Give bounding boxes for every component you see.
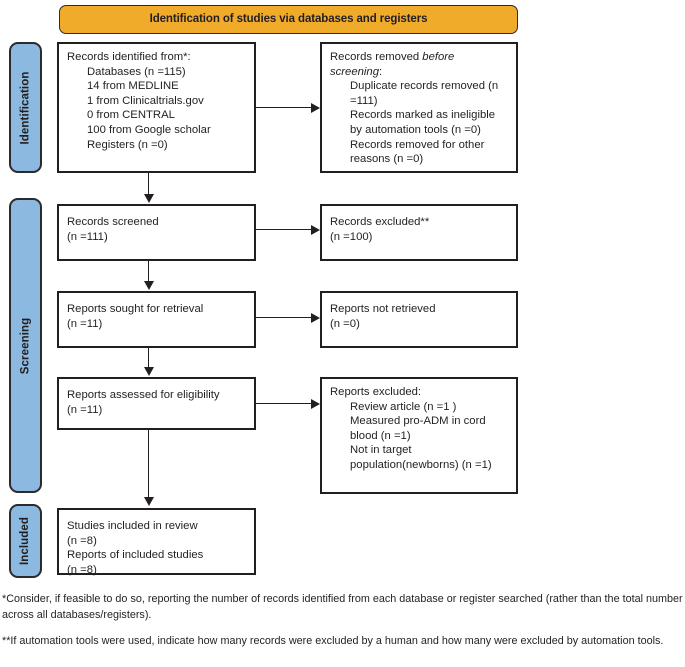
box-studies-included: Studies included in review (n =8) Report… (57, 508, 256, 576)
box-line: 14 from MEDLINE (87, 80, 179, 93)
stage-label-included-text: Included (19, 516, 32, 566)
connector-screened-to-excluded (256, 229, 312, 230)
footnote-asterisk: *Consider, if feasible to do so, reporti… (2, 593, 683, 621)
connector-sought-to-assessed (148, 348, 149, 369)
arrow-down-icon (144, 367, 154, 376)
connector-assessed-to-included (148, 430, 149, 499)
stage-label-identification: Identification (9, 42, 42, 173)
box-line: (n =11) (67, 403, 103, 416)
box-line: (n =111) (67, 230, 108, 243)
arrow-down-icon (144, 194, 154, 203)
box-line: Registers (n =0) (87, 138, 168, 151)
box-records-identified: Records identified from*: Databases (n =… (57, 42, 256, 173)
box-line: Review article (n =1 ) (350, 400, 457, 413)
box-heading: Reports excluded: (330, 386, 422, 398)
box-line: Studies included in review (67, 520, 198, 532)
arrow-right-icon (311, 313, 320, 323)
footnotes: *Consider, if feasible to do so, reporti… (2, 592, 683, 661)
box-line: (n =8) (67, 563, 97, 576)
box-heading-italic: before screening (330, 51, 455, 78)
stage-label-included: Included (9, 504, 42, 578)
box-line: Records identified from*: (67, 51, 191, 63)
stage-label-screening-text: Screening (19, 317, 32, 374)
arrow-down-icon (144, 497, 154, 506)
box-line: Databases (n =115) (87, 65, 186, 78)
box-line: Not in target population(newborns) (n =1… (350, 444, 492, 471)
stage-label-screening: Screening (9, 198, 42, 493)
arrow-right-icon (311, 225, 320, 235)
footnote-double-asterisk: **If automation tools were used, indicat… (2, 635, 664, 647)
box-reports-sought: Reports sought for retrieval (n =11) (57, 291, 256, 348)
box-line: 100 from Google scholar (87, 123, 211, 136)
box-records-screened: Records screened (n =111) (57, 204, 256, 261)
box-reports-excluded: Reports excluded: Review article (n =1 )… (320, 377, 518, 494)
box-line: Reports sought for retrieval (67, 303, 204, 315)
box-line: 0 from CENTRAL (87, 109, 175, 122)
box-line: Measured pro-ADM in cord blood (n =1) (350, 415, 486, 442)
box-reports-not-retrieved: Reports not retrieved (n =0) (320, 291, 518, 348)
box-records-excluded: Records excluded** (n =100) (320, 204, 518, 261)
arrow-right-icon (311, 399, 320, 409)
box-line: Records removed for other reasons (n =0) (350, 138, 485, 166)
stage-label-identification-text: Identification (19, 71, 32, 144)
box-line: (n =11) (67, 317, 103, 330)
box-line: 1 from Clinicaltrials.gov (87, 94, 204, 107)
box-line: Duplicate records removed (n =111) (350, 80, 499, 107)
box-line: Reports assessed for eligibility (67, 389, 220, 401)
box-reports-assessed: Reports assessed for eligibility (n =11) (57, 377, 256, 430)
box-line: Records excluded** (330, 216, 430, 228)
box-line: (n =0) (330, 317, 360, 330)
box-line: (n =8) (67, 534, 97, 547)
diagram-title-banner: Identification of studies via databases … (59, 5, 518, 34)
connector-identified-to-screened (148, 173, 149, 196)
box-line: (n =100) (330, 230, 373, 243)
box-heading-plain: Records removed (330, 51, 423, 63)
arrow-right-icon (311, 103, 320, 113)
connector-screened-to-sought (148, 261, 149, 283)
box-line: Records screened (67, 216, 159, 228)
arrow-down-icon (144, 281, 154, 290)
box-line: Records marked as ineligible by automati… (350, 109, 496, 136)
diagram-title-text: Identification of studies via databases … (149, 13, 428, 26)
box-heading-colon: : (378, 65, 383, 78)
box-line: Reports not retrieved (330, 303, 436, 315)
connector-assessed-to-reportsexcluded (256, 403, 312, 404)
box-line: Reports of included studies (67, 549, 204, 562)
box-records-removed: Records removed before screening: Duplic… (320, 42, 518, 173)
connector-identified-to-removed (256, 107, 312, 108)
box-heading: Records removed before screening: (330, 50, 508, 79)
connector-sought-to-notretrieved (256, 317, 312, 318)
